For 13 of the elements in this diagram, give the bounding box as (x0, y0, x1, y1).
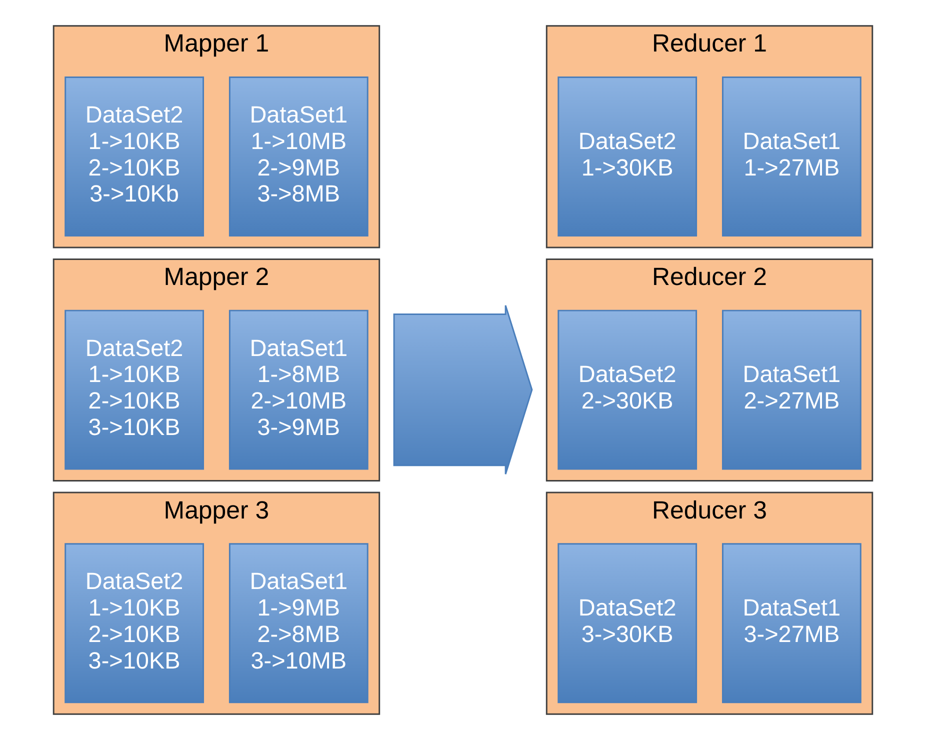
node-box: DataSet1 1->8MB 2->10MB 3->9MB (228, 310, 368, 470)
node-box: DataSet1 1->27MB (721, 76, 861, 236)
node-box: DataSet2 1->10KB 2->10KB 3->10KB (64, 543, 204, 704)
node-box: DataSet2 3->30KB (557, 543, 697, 704)
node-box: DataSet2 2->30KB (557, 310, 697, 470)
node-box: DataSet1 1->10MB 2->9MB 3->8MB (228, 76, 368, 236)
node-box: DataSet2 1->10KB 2->10KB 3->10Kb (64, 76, 204, 236)
node-box: DataSet1 3->27MB (721, 543, 861, 704)
node-box: DataSet1 2->27MB (721, 310, 861, 470)
node-box: DataSet2 1->10KB 2->10KB 3->10KB (64, 310, 204, 470)
node-box: DataSet2 1->30KB (557, 76, 697, 236)
node-arrow (392, 304, 532, 475)
node-box: DataSet1 1->9MB 2->8MB 3->10MB (228, 543, 368, 704)
